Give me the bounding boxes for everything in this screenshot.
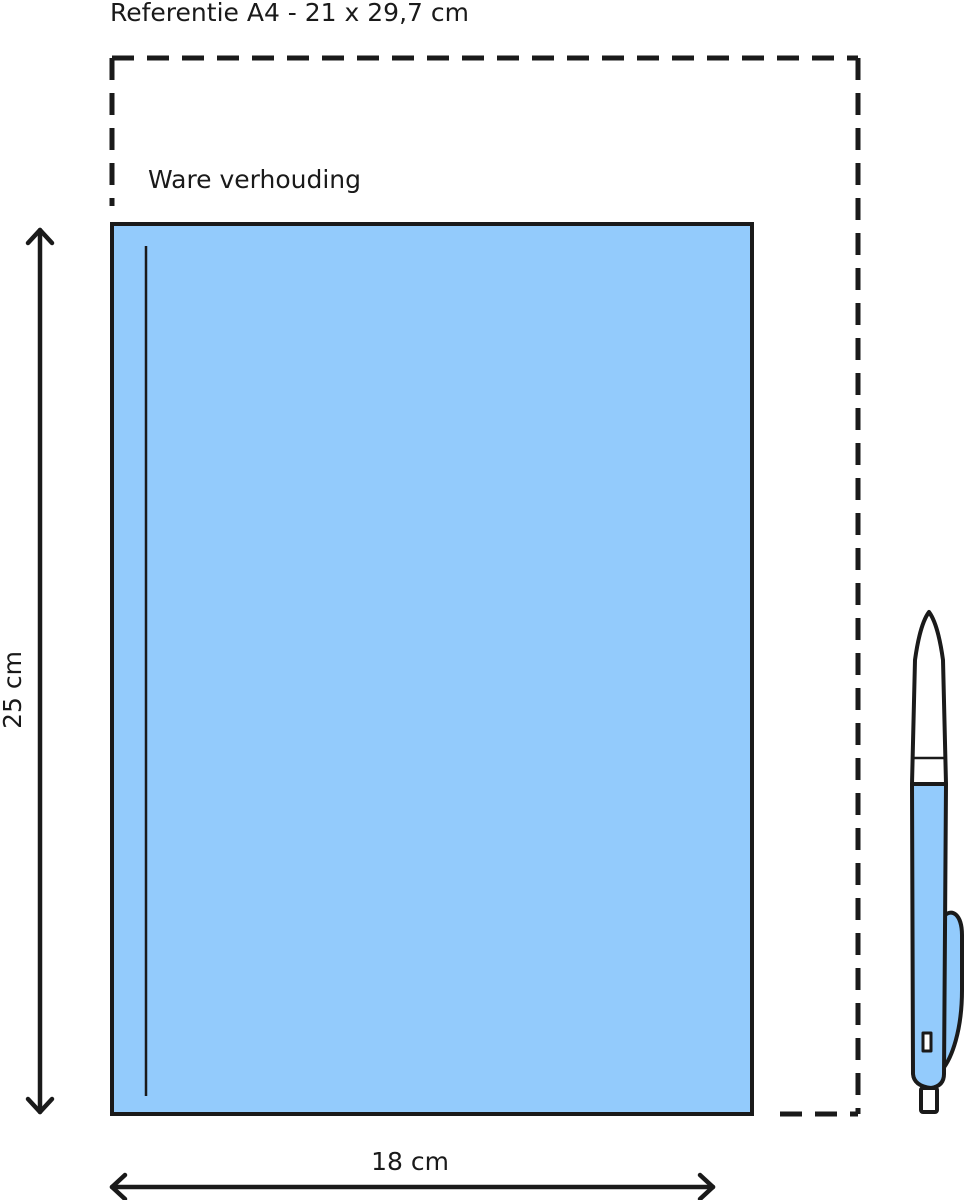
width-dimension-arrow <box>109 1172 716 1200</box>
arrowhead-left-icon <box>109 1172 128 1200</box>
pen-clicker <box>919 1086 939 1114</box>
reference-label: Referentie A4 - 21 x 29,7 cm <box>110 0 469 27</box>
true-proportion-label: Ware verhouding <box>148 165 361 194</box>
height-dimension-arrow <box>25 227 55 1115</box>
pen-clip <box>940 910 964 1072</box>
width-label: 18 cm <box>371 1147 449 1176</box>
height-label: 25 cm <box>0 651 27 729</box>
a4-reference-outline <box>109 55 861 1117</box>
arrowhead-down-icon <box>25 1096 55 1115</box>
pen-grip-window <box>921 1031 933 1053</box>
arrowhead-up-icon <box>25 227 55 246</box>
pen-icon <box>910 610 964 1114</box>
arrowhead-right-icon <box>697 1172 716 1200</box>
notebook-rectangle <box>110 222 754 1116</box>
pen-tip <box>910 610 948 786</box>
